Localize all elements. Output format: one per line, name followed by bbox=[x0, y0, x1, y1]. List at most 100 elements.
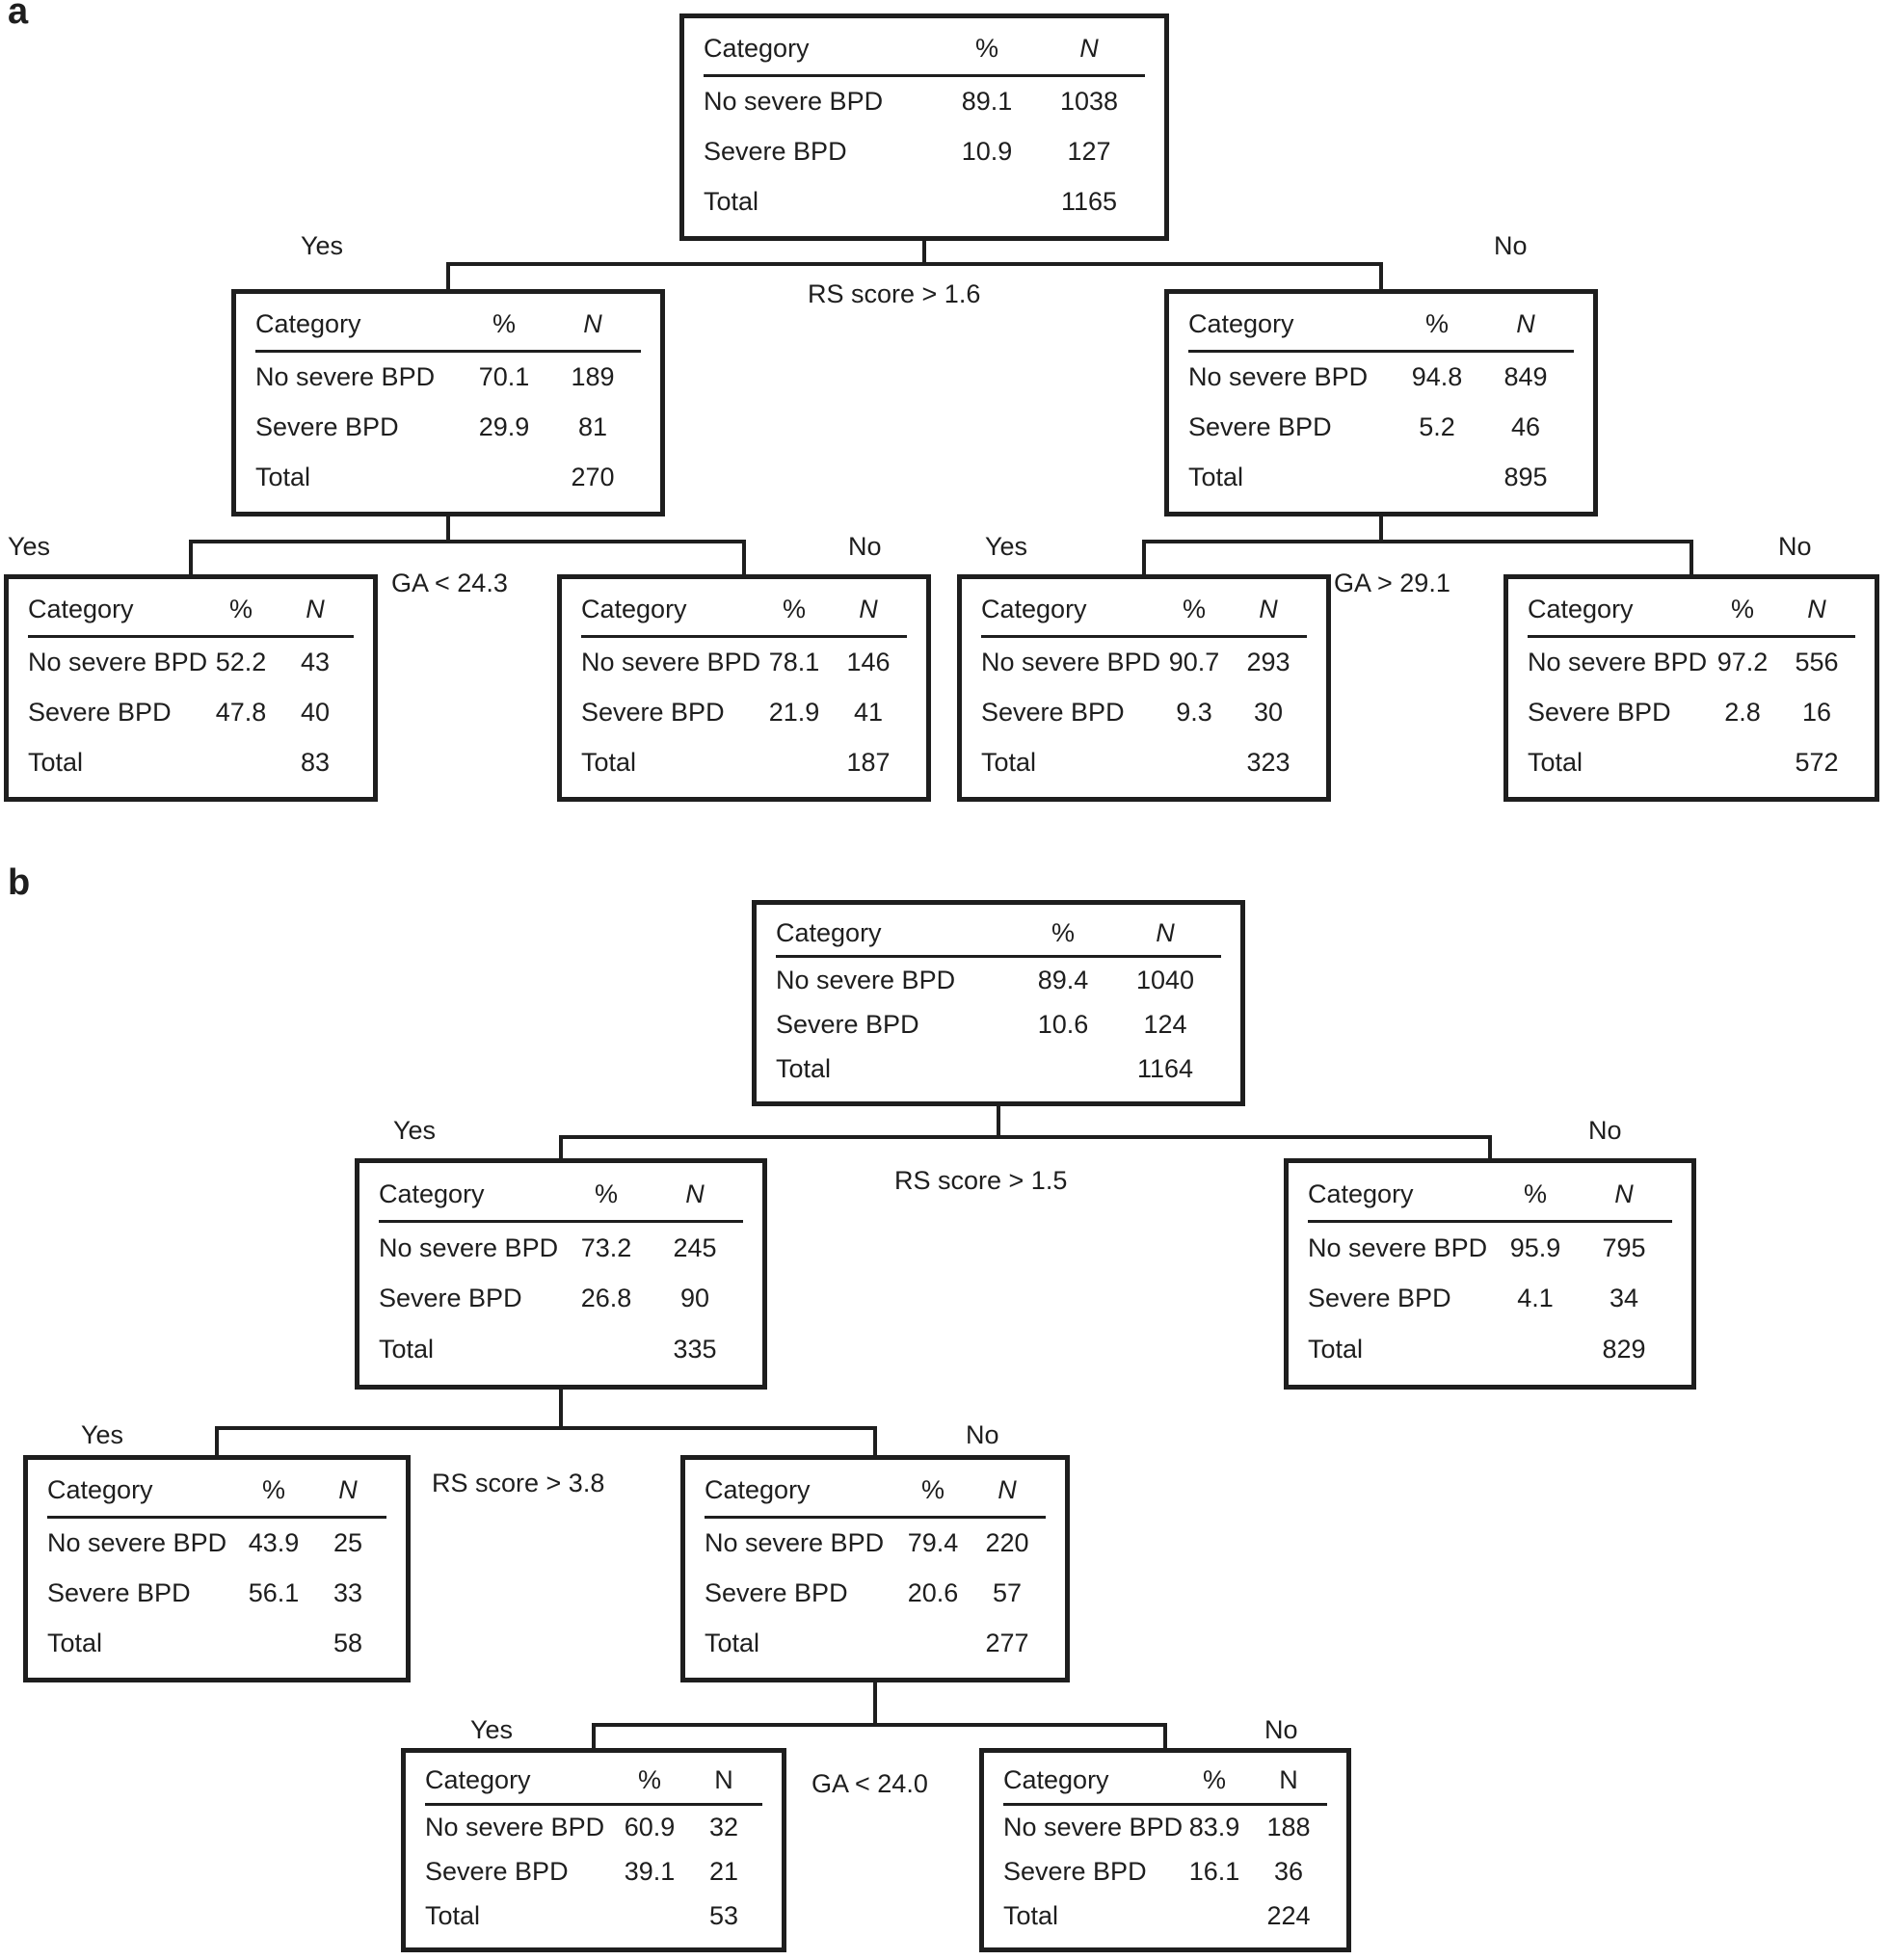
row-percent: 60.9 bbox=[624, 1813, 676, 1842]
row-percent: 26.8 bbox=[580, 1284, 632, 1313]
node-row-severe-bpd: Severe BPD 29.9 81 bbox=[255, 403, 641, 453]
header-percent: % bbox=[1182, 595, 1206, 624]
node-table-header: Category % N bbox=[425, 1759, 762, 1806]
branch-label-no: No bbox=[1494, 231, 1528, 260]
split-condition-label: RS score > 1.6 bbox=[808, 279, 981, 308]
tree-node-a-root: Category % N No severe BPD 89.1 1038 Sev… bbox=[679, 13, 1169, 241]
row-percent: 21.9 bbox=[768, 697, 820, 727]
row-percent: 78.1 bbox=[768, 648, 820, 677]
row-label: Total bbox=[379, 1335, 435, 1364]
row-n: 90 bbox=[679, 1284, 710, 1313]
row-n: 124 bbox=[1143, 1010, 1187, 1040]
row-n: 33 bbox=[333, 1577, 363, 1607]
header-category: Category bbox=[379, 1179, 485, 1208]
row-label: Total bbox=[255, 462, 311, 491]
row-n: 34 bbox=[1609, 1284, 1639, 1313]
row-percent: 5.2 bbox=[1419, 411, 1455, 441]
row-label: Total bbox=[1528, 747, 1583, 777]
row-percent: 70.1 bbox=[478, 362, 530, 392]
connector-b-split2-bar bbox=[215, 1426, 877, 1430]
row-label: Total bbox=[425, 1900, 481, 1930]
row-n: 53 bbox=[708, 1900, 739, 1930]
connector-a-no-stem bbox=[1379, 516, 1383, 543]
connector-b-root-stem bbox=[997, 1106, 1000, 1139]
row-label: Total bbox=[1308, 1335, 1364, 1364]
node-row-total: Total 224 bbox=[1003, 1894, 1327, 1938]
node-row-no-severe-bpd: No severe BPD 89.4 1040 bbox=[776, 958, 1221, 1002]
tree-node-b-no: Category % N No severe BPD 95.9 795 Seve… bbox=[1284, 1158, 1696, 1390]
row-label: Severe BPD bbox=[1528, 697, 1671, 727]
row-percent: 16.1 bbox=[1188, 1856, 1240, 1886]
tree-node-a-yes-no: Category % N No severe BPD 78.1 146 Seve… bbox=[557, 574, 931, 802]
header-n: N bbox=[859, 595, 878, 624]
row-n: 30 bbox=[1253, 697, 1284, 727]
branch-label-no: No bbox=[1264, 1715, 1298, 1744]
connector-b-yes-yes-drop bbox=[215, 1426, 219, 1459]
header-category: Category bbox=[581, 595, 687, 624]
header-percent: % bbox=[1424, 309, 1449, 339]
row-percent: 95.9 bbox=[1509, 1232, 1561, 1262]
connector-a-no-yes-drop bbox=[1142, 540, 1146, 574]
node-row-no-severe-bpd: No severe BPD 78.1 146 bbox=[581, 638, 907, 688]
row-label: No severe BPD bbox=[47, 1528, 227, 1558]
row-percent: 90.7 bbox=[1168, 648, 1220, 677]
row-label: Severe BPD bbox=[1188, 411, 1332, 441]
node-row-total: Total 829 bbox=[1308, 1324, 1672, 1375]
row-percent: 89.4 bbox=[1037, 965, 1089, 994]
row-n: 556 bbox=[1795, 648, 1839, 677]
row-label: Severe BPD bbox=[255, 411, 399, 441]
node-table-header: Category % N bbox=[981, 585, 1307, 638]
node-row-total: Total 53 bbox=[425, 1894, 762, 1938]
branch-label-yes: Yes bbox=[393, 1116, 437, 1145]
row-percent: 43.9 bbox=[248, 1528, 300, 1558]
row-label: Severe BPD bbox=[28, 697, 172, 727]
header-category: Category bbox=[1188, 309, 1294, 339]
node-table-header: Category % N bbox=[1188, 300, 1574, 353]
panel-b-label: b bbox=[8, 862, 31, 903]
row-n: 46 bbox=[1510, 411, 1541, 441]
row-percent: 10.6 bbox=[1037, 1010, 1089, 1040]
row-percent: 2.8 bbox=[1724, 697, 1761, 727]
node-row-no-severe-bpd: No severe BPD 90.7 293 bbox=[981, 638, 1307, 688]
header-percent: % bbox=[492, 309, 516, 339]
branch-label-yes: Yes bbox=[81, 1420, 124, 1449]
node-table-header: Category % N bbox=[379, 1169, 743, 1223]
row-percent: 39.1 bbox=[624, 1856, 676, 1886]
node-row-severe-bpd: Severe BPD 10.6 124 bbox=[776, 1003, 1221, 1047]
split-condition-label: GA > 29.1 bbox=[1334, 569, 1450, 597]
branch-label-yes: Yes bbox=[8, 532, 51, 561]
row-n: 293 bbox=[1246, 648, 1290, 677]
branch-label-no: No bbox=[1778, 532, 1812, 561]
row-n: 58 bbox=[333, 1628, 363, 1657]
node-row-no-severe-bpd: No severe BPD 94.8 849 bbox=[1188, 353, 1574, 403]
row-n: 572 bbox=[1795, 747, 1839, 777]
row-percent: 73.2 bbox=[580, 1232, 632, 1262]
branch-label-yes: Yes bbox=[301, 231, 344, 260]
header-percent: % bbox=[974, 34, 998, 64]
connector-a-yes-yes-drop bbox=[189, 540, 193, 574]
row-label: No severe BPD bbox=[776, 965, 956, 994]
node-row-no-severe-bpd: No severe BPD 89.1 1038 bbox=[704, 77, 1145, 127]
connector-a-no-no-drop bbox=[1689, 540, 1693, 574]
tree-node-a-no-yes: Category % N No severe BPD 90.7 293 Seve… bbox=[957, 574, 1331, 802]
node-row-no-severe-bpd: No severe BPD 79.4 220 bbox=[705, 1519, 1046, 1569]
connector-a-yes-stem bbox=[446, 516, 450, 543]
node-table-header: Category % N bbox=[1308, 1169, 1672, 1223]
node-row-severe-bpd: Severe BPD 20.6 57 bbox=[705, 1569, 1046, 1619]
split-condition-label: RS score > 3.8 bbox=[432, 1469, 605, 1497]
row-label: Severe BPD bbox=[47, 1577, 191, 1607]
node-row-total: Total 1165 bbox=[704, 176, 1145, 226]
row-n: 277 bbox=[985, 1628, 1029, 1657]
row-n: 245 bbox=[673, 1232, 717, 1262]
row-label: No severe BPD bbox=[1528, 648, 1708, 677]
header-n: N bbox=[1516, 309, 1535, 339]
row-n: 323 bbox=[1246, 747, 1290, 777]
node-row-severe-bpd: Severe BPD 21.9 41 bbox=[581, 688, 907, 738]
connector-b-yes-no-yes-drop bbox=[592, 1723, 596, 1752]
header-n: N bbox=[583, 309, 602, 339]
node-row-no-severe-bpd: No severe BPD 73.2 245 bbox=[379, 1223, 743, 1274]
tree-node-a-yes-yes: Category % N No severe BPD 52.2 43 Sever… bbox=[4, 574, 378, 802]
header-n: N bbox=[1259, 595, 1278, 624]
row-n: 83 bbox=[300, 747, 331, 777]
